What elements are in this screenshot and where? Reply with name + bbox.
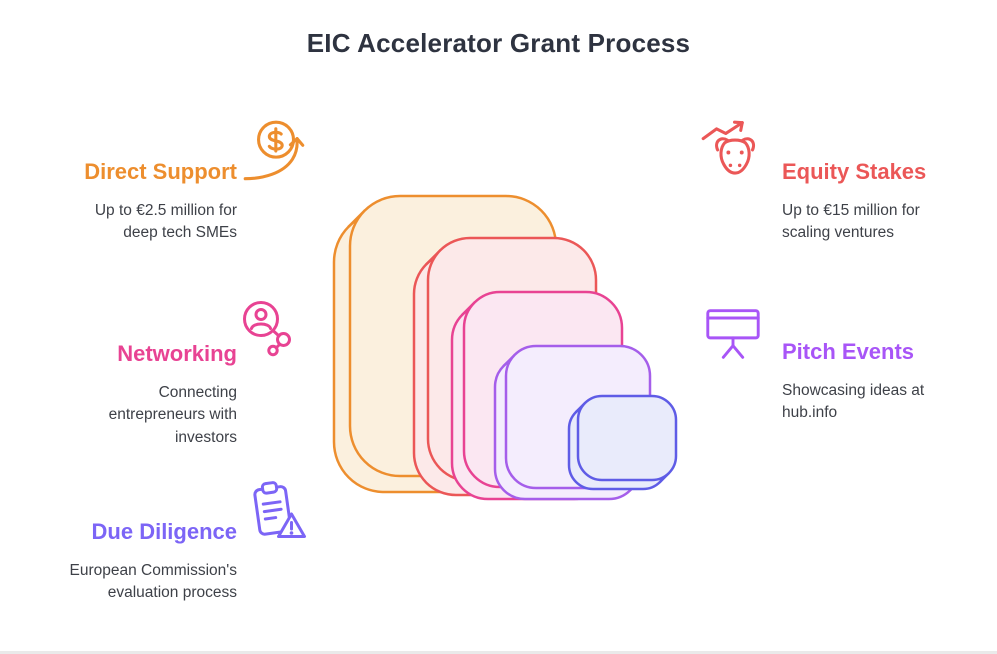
item-equity-stakes: Equity Stakes Up to €15 million for scal… xyxy=(782,158,992,245)
item-label: Equity Stakes xyxy=(782,159,927,184)
level-5-face xyxy=(576,394,678,482)
item-label: Pitch Events xyxy=(782,339,915,364)
item-description: European Commission's evaluation process xyxy=(69,561,237,602)
clipboard-warning-icon xyxy=(242,476,318,554)
presentation-board-icon xyxy=(700,302,766,366)
item-direct-support: Direct Support Up to €2.5 million for de… xyxy=(27,158,237,245)
item-description: Up to €2.5 million for deep tech SMEs xyxy=(94,201,237,242)
item-description: Up to €15 million for scaling ventures xyxy=(782,201,920,242)
item-description: Connecting entrepreneurs with investors xyxy=(108,383,237,446)
money-growth-icon xyxy=(238,116,312,190)
item-label: Networking xyxy=(117,341,237,366)
person-network-icon xyxy=(236,296,304,364)
item-due-diligence: Due Diligence European Commission's eval… xyxy=(27,518,237,605)
bottom-divider xyxy=(0,651,997,654)
item-label: Direct Support xyxy=(84,159,237,184)
item-networking: Networking Connecting entrepreneurs with… xyxy=(27,340,237,449)
page-title: EIC Accelerator Grant Process xyxy=(306,28,691,58)
bull-trend-icon xyxy=(696,116,770,190)
item-label: Due Diligence xyxy=(91,519,237,544)
item-description: Showcasing ideas at hub.info xyxy=(782,381,925,422)
funnel-level-5 xyxy=(567,394,678,491)
item-pitch-events: Pitch Events Showcasing ideas at hub.inf… xyxy=(782,338,992,425)
